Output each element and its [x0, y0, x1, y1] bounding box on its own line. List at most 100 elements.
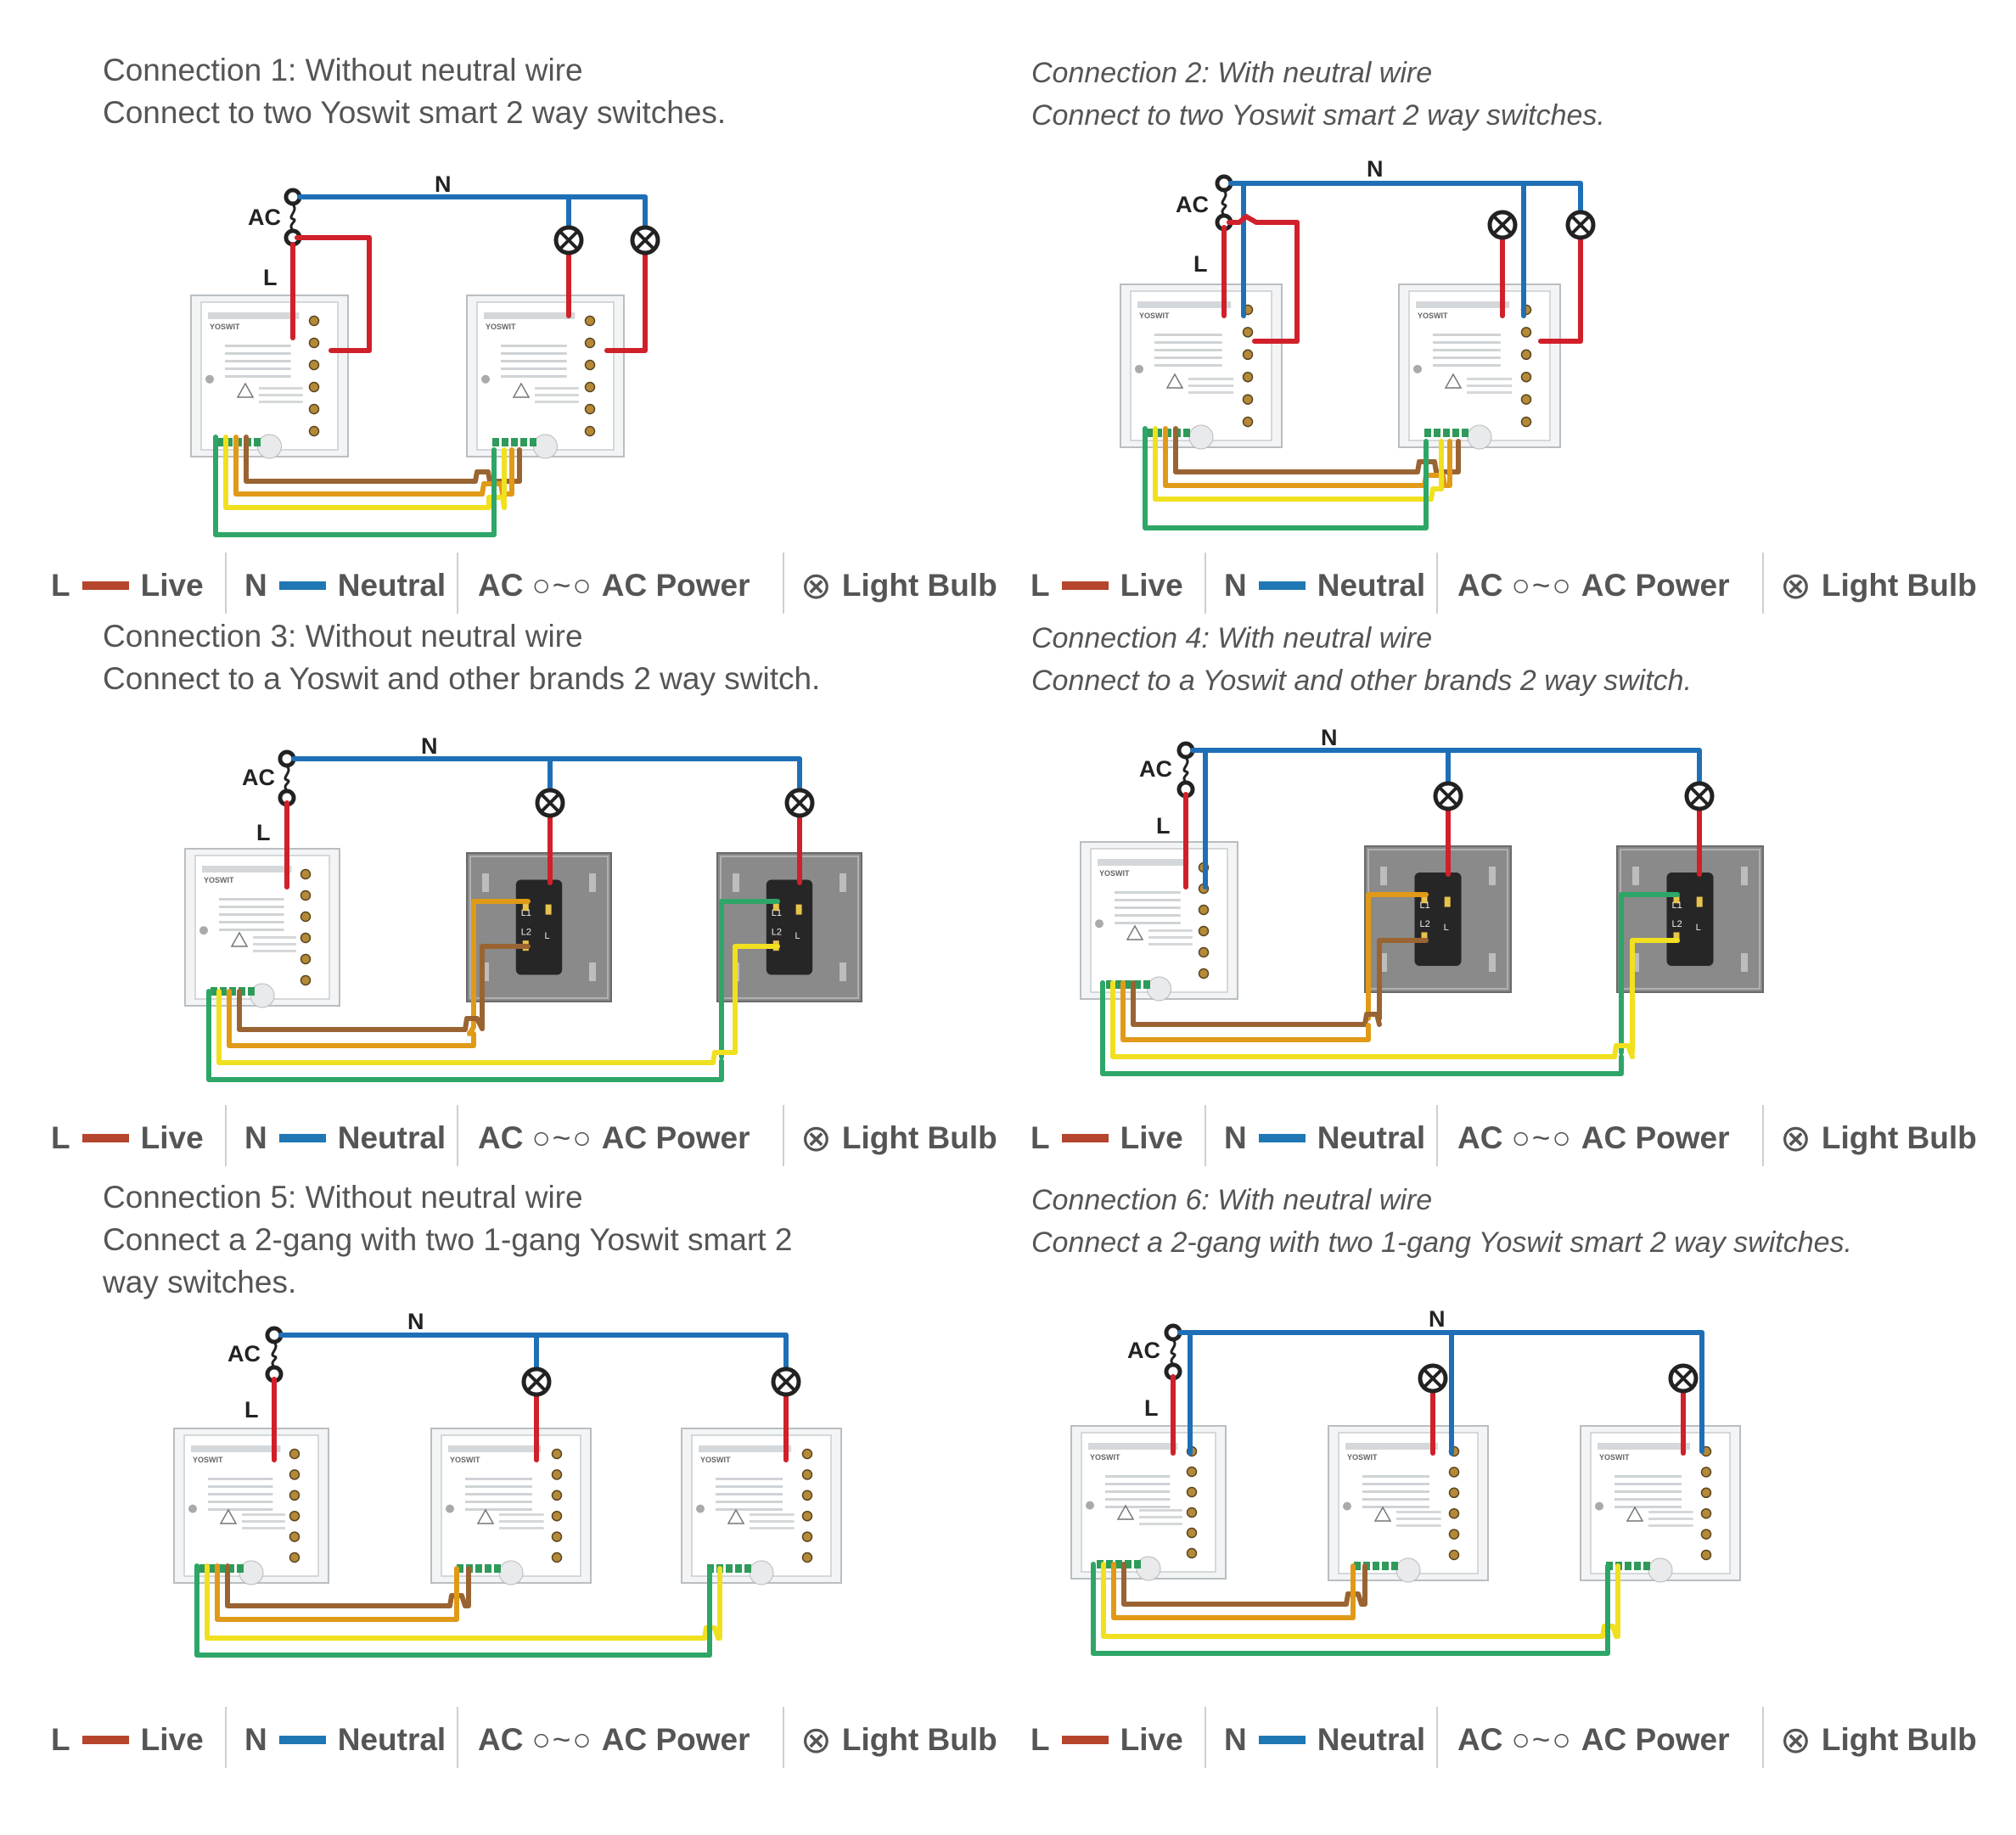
- label-text-line: [208, 1493, 273, 1495]
- neutral-wire: [1228, 181, 1583, 227]
- plate-bevel: [469, 856, 609, 999]
- legend-bulb: ⊗ Light Bulb: [1780, 556, 1977, 615]
- terminal-screw: [1242, 371, 1254, 383]
- light-bulb-icon: [1433, 781, 1463, 811]
- terminal-screw: [1700, 1467, 1712, 1478]
- caution-text-line: [1467, 384, 1513, 387]
- terminal-screw: [289, 1448, 300, 1460]
- legend-neutral: N Neutral: [244, 556, 446, 615]
- caution-text-line: [1648, 1518, 1693, 1520]
- legend-bulb-label: Light Bulb: [841, 1722, 997, 1757]
- label-text-line: [208, 1508, 273, 1511]
- label-text-line: [1154, 364, 1222, 367]
- legend-divider: [1762, 1105, 1764, 1166]
- legend-ac: AC ○~○ AC Power: [1457, 1108, 1730, 1168]
- ac-power-icon: ○~○: [531, 1722, 593, 1757]
- label-text-line: [1362, 1506, 1429, 1508]
- legend-bulb: ⊗ Light Bulb: [800, 556, 997, 615]
- label-text-line: [225, 345, 291, 347]
- legend-ac: AC ○~○ AC Power: [1457, 1710, 1730, 1770]
- live-wire: [1227, 214, 1300, 344]
- yoswit-smart-switch: [1580, 1425, 1741, 1583]
- terminal-screw: [1242, 416, 1254, 428]
- switch-header-strip: [191, 1445, 281, 1452]
- legend-neutral-swatch: [1258, 1134, 1306, 1142]
- legend-ac-code: AC: [1457, 1120, 1503, 1155]
- light-bulb-cross: [1673, 1368, 1693, 1389]
- mounting-hole: [1086, 1501, 1094, 1510]
- terminal-screw: [289, 1510, 300, 1522]
- label-text-line: [1105, 1506, 1171, 1508]
- legend-ac-code: AC: [478, 568, 524, 603]
- label-text-line: [208, 1501, 273, 1503]
- ac-power-icon: ○~○: [531, 1120, 593, 1155]
- live-label: L: [1156, 813, 1171, 839]
- light-bulb-icon: [1487, 210, 1518, 240]
- brand-logo: YOSWIT: [700, 1456, 731, 1464]
- brand-logo: YOSWIT: [193, 1456, 223, 1464]
- terminal-block: [520, 438, 527, 446]
- terminal-screw: [1186, 1486, 1198, 1498]
- legend-bulb: ⊗ Light Bulb: [800, 1710, 997, 1770]
- legend-divider: [783, 1707, 784, 1768]
- caution-triangle-icon: [1165, 373, 1184, 389]
- legend-bulb-label: Light Bulb: [841, 568, 997, 603]
- terminal-block: [1434, 429, 1440, 437]
- yoswit-smart-switch: [1120, 283, 1283, 450]
- mounting-slot: [482, 873, 489, 892]
- terminal-screw: [522, 901, 529, 912]
- brand-logo: YOSWIT: [1090, 1453, 1120, 1462]
- light-bulb-icon: [771, 1366, 801, 1397]
- caution-text-line: [253, 943, 296, 946]
- other-brand-switch: [1364, 845, 1512, 993]
- traveller-wire-yellow: [1630, 938, 1680, 1055]
- traveller-wire-orange: [1111, 1562, 1356, 1620]
- switch-notch: [1648, 1557, 1673, 1583]
- terminal-screw: [584, 381, 596, 393]
- ac-wave: [289, 203, 296, 232]
- terminal-screw: [801, 1552, 813, 1563]
- legend-divider: [225, 1707, 227, 1768]
- label-text-line: [1115, 906, 1181, 909]
- legend-live-code: L: [1030, 1120, 1050, 1155]
- terminal-label-l: L: [1696, 923, 1701, 933]
- label-text-line: [1433, 349, 1501, 351]
- legend-ac-code: AC: [1457, 1722, 1503, 1757]
- traveller-wire-brown: [237, 989, 485, 1032]
- traveller-wire-orange: [1163, 426, 1452, 488]
- traveller-wire-orange: [467, 899, 531, 1036]
- label-text-line: [1115, 914, 1181, 917]
- terminal-screw: [1520, 394, 1532, 405]
- legend-ac-label: AC Power: [601, 1120, 750, 1155]
- yoswit-smart-switch: [1070, 1425, 1227, 1581]
- caption-connection-1: Connection 1: Without neutral wire Conne…: [103, 49, 726, 134]
- mounting-hole: [696, 1504, 705, 1513]
- terminal-screw: [300, 974, 312, 986]
- caution-text-line: [750, 1520, 795, 1523]
- legend-ac: AC ○~○ AC Power: [478, 1710, 750, 1770]
- label-text-line: [1154, 349, 1222, 351]
- legend-neutral-swatch: [1258, 581, 1306, 590]
- terminal-block: [1106, 980, 1113, 989]
- terminal-screw: [300, 911, 312, 923]
- neutral-label: N: [1321, 725, 1338, 750]
- terminal-screw: [801, 1510, 813, 1522]
- terminal-screw: [551, 1469, 563, 1480]
- terminal-screw: [1242, 349, 1254, 361]
- legend-neutral-code: N: [244, 1722, 267, 1757]
- legend-live: L Live: [1030, 556, 1183, 615]
- legend-bulb: ⊗ Light Bulb: [1780, 1710, 1977, 1770]
- terminal-block: [199, 1564, 206, 1573]
- mounting-slot: [1741, 867, 1748, 885]
- traveller-wire-orange: [227, 989, 476, 1048]
- terminal-block: [218, 1564, 225, 1573]
- legend-live-swatch: [1061, 1736, 1109, 1744]
- caution-triangle-icon: [1373, 1506, 1392, 1522]
- legend-bulb-label: Light Bulb: [1821, 1120, 1977, 1155]
- switch-header-strip: [1137, 301, 1232, 308]
- common-wire-yellow: [1153, 426, 1444, 502]
- label-text-line: [1362, 1483, 1429, 1485]
- caution-text-line: [1139, 1509, 1182, 1512]
- ac-label: AC: [248, 205, 281, 230]
- caption-connection-3: Connection 3: Without neutral wire Conne…: [103, 615, 820, 700]
